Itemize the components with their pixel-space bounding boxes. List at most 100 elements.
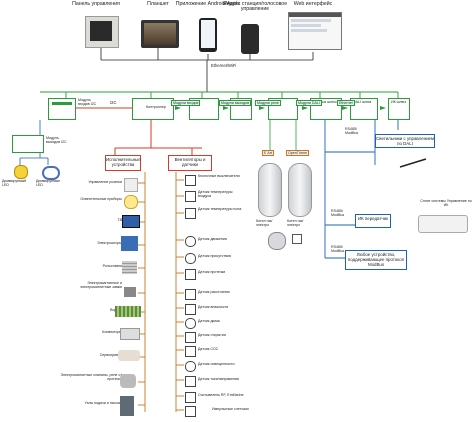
actuator-label-9: Электромагнитные клапаны, реле от протеч… bbox=[60, 373, 122, 381]
controller-module: Контроллер bbox=[132, 98, 174, 120]
actuator-label-0: Управление розетки bbox=[88, 180, 122, 184]
red-connectors bbox=[75, 107, 202, 155]
gate-icon bbox=[115, 306, 141, 317]
left-output-module bbox=[12, 135, 44, 153]
sensor-label-7: Датчик влажности bbox=[198, 305, 229, 309]
modbus-device-box: Любое устройство, поддерживающее протоко… bbox=[345, 250, 407, 270]
led-label-2: Диммируемые LED bbox=[36, 179, 61, 187]
sensor-label-6: Датчик расстояния bbox=[198, 290, 230, 294]
led-label-1: Диммируемый LED bbox=[2, 179, 27, 187]
motion-sensor-icon bbox=[185, 236, 196, 247]
module-dali-gateway: DALI шлюз bbox=[350, 98, 378, 120]
tag-module-dali: Модули DALI bbox=[296, 100, 322, 106]
ir-transmitter-box: ИК передатчик bbox=[355, 214, 391, 228]
sensor-label-10: Датчик CO2 bbox=[198, 347, 218, 351]
pulse-meter-icon bbox=[185, 406, 196, 417]
tag-module-relay: Модули реле bbox=[255, 100, 281, 106]
current-sensor-icon bbox=[185, 376, 196, 387]
module-arrows bbox=[175, 106, 386, 110]
sensors-header: Вентиляторы и датчики bbox=[168, 155, 212, 171]
top-device-label-app: Приложение Android/Apple bbox=[175, 1, 241, 7]
open-sensor-icon bbox=[185, 332, 196, 343]
tag-module-outputs: Модули выходов bbox=[219, 100, 252, 106]
dali-luminaires-box: Светильники с управлением по DALI bbox=[375, 134, 435, 148]
heater-connectors bbox=[269, 120, 297, 150]
modbus-gateway-label: ModBus шлюз bbox=[313, 100, 337, 104]
heater-label-2: Котел газ/электро bbox=[287, 219, 304, 227]
tag-module-inputs: Модули входов bbox=[171, 100, 201, 106]
i2c-label: I2C bbox=[110, 100, 117, 105]
top-device-label-web: Web интерфейс bbox=[293, 1, 333, 7]
web-browser-icon bbox=[288, 12, 342, 50]
presence-sensor-icon bbox=[185, 253, 196, 264]
modbus-connectors bbox=[324, 120, 399, 259]
valve-icon bbox=[120, 374, 136, 388]
network-label: Ethernet/WiFi bbox=[211, 63, 237, 68]
lock-icon bbox=[124, 287, 136, 297]
sensor-tree bbox=[175, 172, 184, 412]
sensor-label-1: Датчик температуры воздуха bbox=[198, 190, 233, 198]
actuators-header: Исполнительные устройства bbox=[105, 155, 141, 171]
air-conditioner-icon bbox=[418, 215, 468, 233]
sensor-label-8: Датчик дыма bbox=[198, 319, 220, 323]
roller-shutter-icon bbox=[122, 261, 137, 274]
dali-gateway-label: DALI шлюз bbox=[353, 100, 372, 104]
rs485-label-3: RS485/ ModBus bbox=[331, 245, 345, 253]
co2-sensor-icon bbox=[185, 346, 196, 357]
actuator-label-1: Осветительные приборы bbox=[80, 197, 122, 201]
actuator-label-10: Узлы подачи и насосы bbox=[84, 401, 122, 405]
light-sensor-icon bbox=[185, 361, 196, 372]
actuator-label-7: Конвекторы bbox=[102, 330, 122, 334]
heater-tag-1: Е Art bbox=[262, 150, 274, 156]
smart-speaker-icon bbox=[241, 24, 259, 54]
distance-sensor-icon bbox=[185, 289, 196, 300]
smoke-sensor-icon bbox=[185, 318, 196, 329]
top-device-label-tablet: Планшет bbox=[147, 1, 169, 7]
humidity-sensor-icon bbox=[185, 304, 196, 315]
led-strip-icon bbox=[42, 166, 60, 180]
sensor-label-3: Датчик движения bbox=[198, 237, 227, 241]
left-module-label-inputs: Модуль входов I2C bbox=[78, 98, 97, 106]
tv-icon bbox=[122, 215, 140, 228]
actuator-label-5: Электромагнитные и электромагнитные замк… bbox=[80, 281, 122, 289]
control-panel-icon bbox=[85, 16, 119, 48]
rs485-label-1: RS485/ ModBus bbox=[345, 127, 359, 135]
sensor-node-icon bbox=[292, 234, 302, 244]
lamp-icon bbox=[124, 195, 138, 209]
actuator-tree bbox=[138, 172, 146, 412]
thermostat-icon bbox=[268, 232, 286, 250]
sensor-label-11: Датчик освещенности bbox=[198, 362, 235, 366]
sensor-label-14: Импульсные счетчики bbox=[212, 407, 249, 411]
sensor-label-0: Кнопочные выключатели bbox=[198, 174, 240, 178]
pump-icon bbox=[120, 396, 134, 416]
left-module-label-outputs: Модуль выходов I2C bbox=[46, 136, 67, 144]
network-connectors bbox=[100, 48, 314, 92]
ir-gateway-label: ИК шлюз bbox=[391, 100, 406, 104]
smartphone-icon bbox=[199, 18, 217, 52]
tag-ethernet: Ethernet bbox=[337, 100, 355, 106]
convector-icon bbox=[120, 328, 140, 340]
luminaire-icon bbox=[398, 156, 428, 168]
rs485-label-2: RS485/ ModBus bbox=[331, 209, 345, 217]
servo-icon bbox=[118, 350, 140, 361]
rfid-reader-icon bbox=[185, 392, 196, 403]
socket-icon bbox=[124, 178, 138, 192]
split-system-label: Сплит системы Управление по ИК bbox=[420, 199, 472, 207]
curtain-icon bbox=[121, 236, 138, 251]
floor-temperature-sensor-icon bbox=[185, 208, 196, 219]
heater-label-1: Котел газ/электро bbox=[256, 219, 273, 227]
sensor-label-12: Датчик тока/напряжения bbox=[198, 377, 239, 381]
sensor-label-9: Датчик открытия bbox=[198, 333, 226, 337]
top-device-label-panel: Панель управления bbox=[72, 1, 120, 7]
sensor-label-2: Датчик температуры пола bbox=[198, 207, 242, 211]
sensor-label-4: Датчик присутствия bbox=[198, 254, 231, 258]
sensor-label-13: Считыватель RF, EmMarine bbox=[198, 393, 244, 397]
leak-sensor-icon bbox=[185, 269, 196, 280]
switch-icon bbox=[185, 175, 196, 186]
actuator-label-8: Сервопривод bbox=[99, 353, 122, 357]
tablet-icon bbox=[141, 20, 179, 48]
heater-tag-2: OpenTherm bbox=[286, 150, 310, 156]
controller-label: Контроллер bbox=[146, 105, 166, 109]
led-bulb-icon bbox=[14, 165, 28, 179]
actuator-label-2: ТВ bbox=[117, 218, 122, 222]
